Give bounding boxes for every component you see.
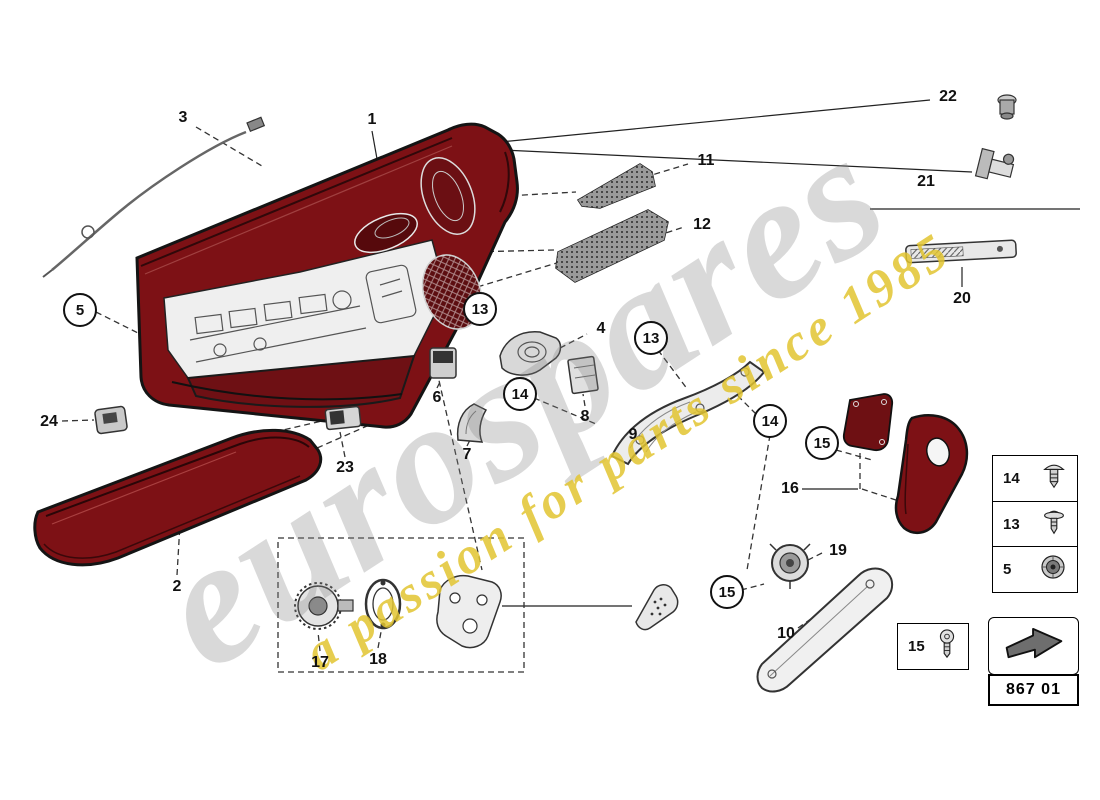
fastener-label: 13 — [1003, 515, 1020, 533]
switch-part-6 — [429, 347, 457, 379]
callout-part-2[interactable]: 2 — [172, 578, 182, 595]
direction-arrow-box — [988, 617, 1079, 675]
callout-part-19[interactable]: 19 — [829, 542, 847, 559]
grommet-icon — [1039, 553, 1067, 586]
lock-cable-part-3 — [42, 116, 266, 278]
sensor-part-23 — [324, 405, 362, 431]
callout-part-10[interactable]: 10 — [777, 625, 795, 642]
callout-part-14-a[interactable]: 14 — [503, 377, 537, 411]
pull-trim-part-16 — [842, 393, 969, 535]
callout-part-24[interactable]: 24 — [40, 413, 58, 430]
callout-part-8[interactable]: 8 — [580, 408, 590, 425]
tweeter-pod-part-4 — [499, 331, 562, 376]
mirror-knob-part-17 — [294, 582, 354, 630]
callout-part-18[interactable]: 18 — [369, 651, 387, 668]
fastener-label: 5 — [1003, 561, 1012, 578]
detail-box — [277, 537, 525, 673]
callout-part-15-a[interactable]: 15 — [805, 426, 839, 460]
callout-part-3[interactable]: 3 — [178, 109, 188, 126]
callout-part-14-b[interactable]: 14 — [753, 404, 787, 438]
armrest-part-2 — [33, 428, 323, 567]
inner-mechanism-details — [189, 264, 417, 363]
module-part-8 — [567, 355, 599, 395]
fastener-box-15[interactable]: 15 — [897, 623, 969, 670]
sill-trim-part-10 — [756, 567, 894, 693]
door-panel-part-1 — [135, 122, 519, 429]
direction-arrow-icon — [1001, 623, 1067, 670]
tweeter-part-19 — [769, 543, 811, 589]
mounting-plate — [436, 574, 502, 649]
part-group-code[interactable]: 867 01 — [988, 674, 1079, 706]
callout-part-13-a[interactable]: 13 — [463, 292, 497, 326]
callout-part-13-b[interactable]: 13 — [634, 321, 668, 355]
rivet-icon — [1041, 461, 1067, 496]
grommet-part-22 — [997, 94, 1017, 120]
fastener-label: 15 — [908, 638, 925, 655]
fastener-label: 14 — [1003, 470, 1020, 487]
callout-part-21[interactable]: 21 — [917, 173, 935, 190]
callout-part-4[interactable]: 4 — [596, 320, 606, 337]
callout-part-16[interactable]: 16 — [781, 480, 799, 497]
callout-part-9[interactable]: 9 — [628, 426, 638, 443]
fastener-box-14[interactable]: 14 — [992, 455, 1078, 502]
fastener-box-13[interactable]: 13 — [992, 500, 1078, 548]
callout-part-7[interactable]: 7 — [462, 446, 472, 463]
handle-frame-part-9 — [610, 360, 766, 466]
callout-part-15-b[interactable]: 15 — [710, 575, 744, 609]
callout-part-6[interactable]: 6 — [432, 389, 442, 406]
callout-part-12[interactable]: 12 — [693, 216, 711, 233]
gasket-part-18 — [364, 578, 402, 630]
fastener-box-5[interactable]: 5 — [992, 546, 1078, 593]
callout-part-20[interactable]: 20 — [953, 290, 971, 307]
callout-part-11[interactable]: 11 — [697, 152, 715, 169]
lock-part-21 — [974, 147, 1015, 180]
callout-part-5[interactable]: 5 — [63, 293, 97, 327]
speaker-grille-part-12 — [555, 209, 669, 283]
callout-part-22[interactable]: 22 — [939, 88, 957, 105]
callout-part-23[interactable]: 23 — [336, 459, 354, 476]
speaker-grille-part-11 — [576, 163, 656, 209]
lever-part-7 — [456, 403, 488, 443]
callout-part-17[interactable]: 17 — [311, 654, 329, 671]
small-speaker-pod — [635, 584, 679, 631]
pan-screw-icon — [936, 629, 958, 664]
trim-strip-part-20 — [905, 239, 1017, 264]
callout-part-1[interactable]: 1 — [367, 111, 377, 128]
switch-part-24 — [94, 405, 128, 435]
screw-washer-icon — [1041, 507, 1067, 542]
